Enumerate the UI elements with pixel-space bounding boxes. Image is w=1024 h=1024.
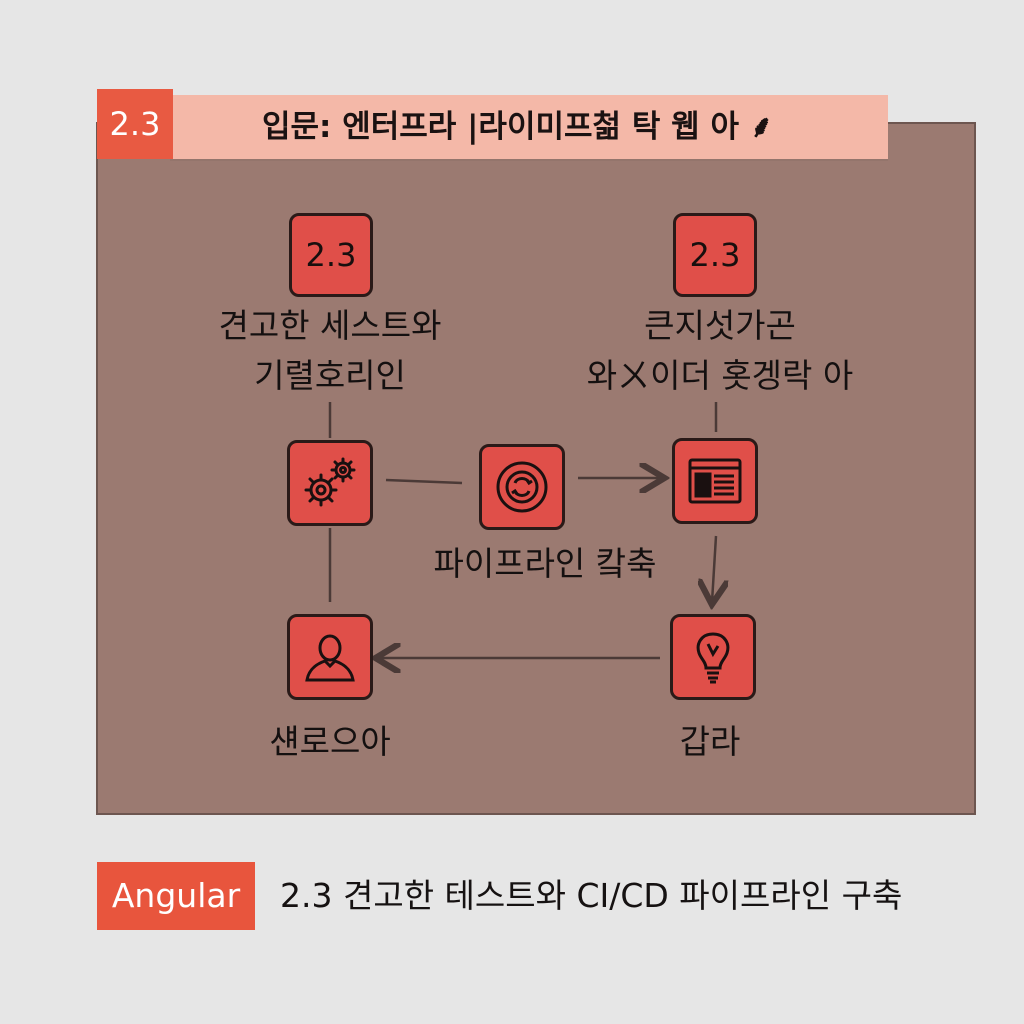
user-node [287, 614, 373, 700]
user-icon [305, 634, 355, 682]
connector-gears-to-cycle [385, 478, 463, 485]
document-node [672, 438, 758, 524]
step-1-badge: 2.3 [289, 213, 373, 297]
lightbulb-label: 갑라 [679, 722, 741, 761]
lightbulb-node [670, 614, 756, 700]
title-bar [170, 95, 888, 159]
title-badge: 2.3 [97, 89, 173, 159]
step-2-label-line2: 와ㄨ이더 홋겡락 아 [586, 356, 854, 395]
step-2-label-line1: 큰지섯가곤 [644, 306, 796, 345]
user-label: 섄로으아 [269, 722, 391, 761]
pipeline-label: 파이프라인 캌축 [433, 544, 657, 583]
footer-badge: Angular [97, 862, 255, 930]
document-icon [688, 458, 742, 504]
footer-caption: 2.3 견고한 테스트와 CI/CD 파이프라인 구축 [280, 876, 903, 915]
pipeline-node [479, 444, 565, 530]
gears-node [287, 440, 373, 526]
page-title: 입문: 엔터프라 |라이미프첢 탁 웹 아 ⸙ [262, 109, 774, 145]
lightbulb-icon [696, 632, 730, 684]
step-1-label-line2: 기렬호리인 [254, 356, 406, 395]
gears-icon [304, 457, 356, 507]
step-1-label-line1: 견고한 세스트와 [218, 306, 442, 345]
step-2-badge: 2.3 [673, 213, 757, 297]
connector-document-to-lightbulb [712, 535, 716, 602]
cycle-icon [496, 461, 548, 513]
